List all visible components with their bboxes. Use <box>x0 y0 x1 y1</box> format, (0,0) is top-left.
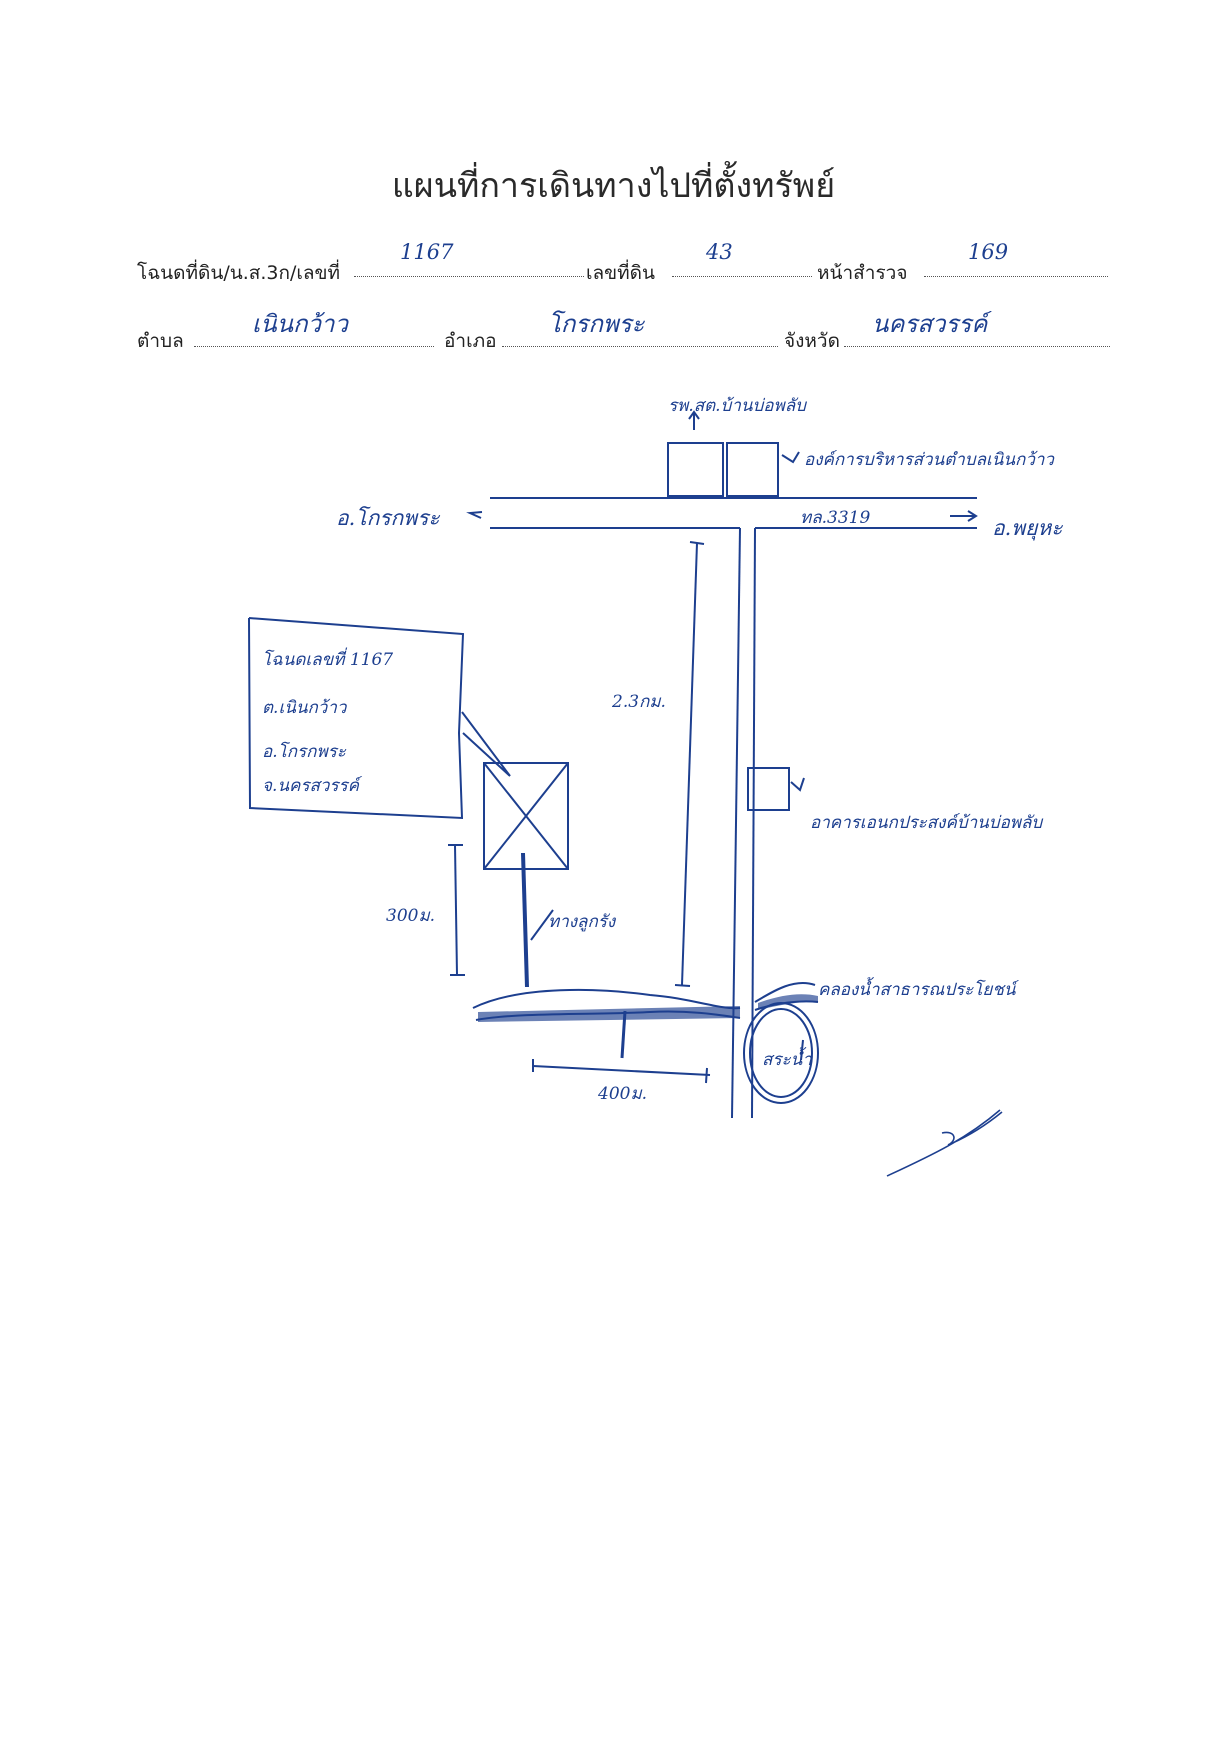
district-label: อำเภอ <box>444 330 497 352</box>
land-no-label: เลขที่ดิน <box>586 262 655 284</box>
dirt-path-label-pointer <box>530 909 554 941</box>
callout-district: อ.โกรกพระ <box>262 742 346 762</box>
main-distance-bottom-tick <box>674 984 691 987</box>
callout-deed: โฉนดเลขที่ 1167 <box>262 650 394 670</box>
canal-top-edge <box>472 988 741 1010</box>
canal-label: คลองน้ำสาธารณประโยชน์ <box>818 980 1016 1000</box>
land-parcel <box>483 762 569 870</box>
road-number: ทล.3319 <box>800 508 871 528</box>
canal-right-upper <box>754 981 816 1003</box>
hospital-building <box>667 442 724 497</box>
left-arrow <box>466 511 483 519</box>
deed-label: โฉนดที่ดิน/น.ส.3ก/เลขที่ <box>137 262 341 284</box>
page-title: แผนที่การเดินทางไปที่ตั้งทรัพย์ <box>391 166 836 206</box>
signature <box>886 1109 1003 1177</box>
subdistrict-value: เนินกว้าว <box>252 310 348 338</box>
hospital-arrow-head <box>688 410 700 420</box>
district-line <box>502 346 778 347</box>
sao-arrow <box>781 451 800 464</box>
pond-label-pointer <box>800 1039 804 1061</box>
callout-subdistrict: ต.เนินกว้าว <box>262 698 347 718</box>
callout-pointer <box>461 711 511 777</box>
land-no-line <box>672 276 812 277</box>
province-line <box>844 346 1110 347</box>
dist-300-line <box>454 844 458 976</box>
pond-inner <box>749 1008 813 1098</box>
subdistrict-line <box>194 346 434 347</box>
province-value: นครสวรรค์ <box>872 310 988 338</box>
dirt-path <box>521 852 529 988</box>
dist-300-label: 300ม. <box>386 906 436 926</box>
sao-building <box>726 442 779 497</box>
dist-400-label: 400ม. <box>598 1084 648 1104</box>
community-building-label: อาคารเอนกประสงค์บ้านบ่อพลับ <box>810 813 1043 833</box>
community-arrow <box>790 777 805 792</box>
dirt-path-label: ทางลูกรัง <box>548 912 616 932</box>
callout-province: จ.นครสวรรค์ <box>262 776 360 796</box>
survey-page-label: หน้าสำรวจ <box>817 262 908 284</box>
pond-label: สระน้ำ <box>762 1050 812 1070</box>
callout-box <box>248 617 465 820</box>
survey-page-value: 169 <box>968 240 1009 264</box>
canal-fill <box>478 1006 740 1022</box>
deed-line <box>354 276 584 277</box>
canal-right-fill <box>758 994 818 1010</box>
hospital-label: รพ.สต.บ้านบ่อพลับ <box>668 396 806 416</box>
subdistrict-label: ตำบล <box>137 330 184 352</box>
survey-page-line <box>924 276 1108 277</box>
community-building <box>747 767 790 811</box>
main-distance-top-tick <box>689 541 705 545</box>
dist-400-right-tick <box>705 1067 708 1084</box>
left-destination: อ.โกรกพระ <box>336 506 440 530</box>
deed-value: 1167 <box>400 240 454 264</box>
right-arrow-head <box>967 510 978 522</box>
main-distance-label: 2.3กม. <box>612 692 666 712</box>
dist-400-line <box>532 1065 711 1076</box>
district-value: โกรกพระ <box>548 310 645 338</box>
sao-label: องค์การบริหารส่วนตำบลเนินกว้าว <box>804 450 1054 470</box>
parcel-cross-2 <box>483 762 569 870</box>
main-distance-line <box>681 542 698 986</box>
land-no-value: 43 <box>706 240 733 264</box>
right-destination: อ.พยุหะ <box>992 516 1063 540</box>
province-label: จังหวัด <box>784 330 840 352</box>
side-road-left-edge <box>731 527 741 1119</box>
